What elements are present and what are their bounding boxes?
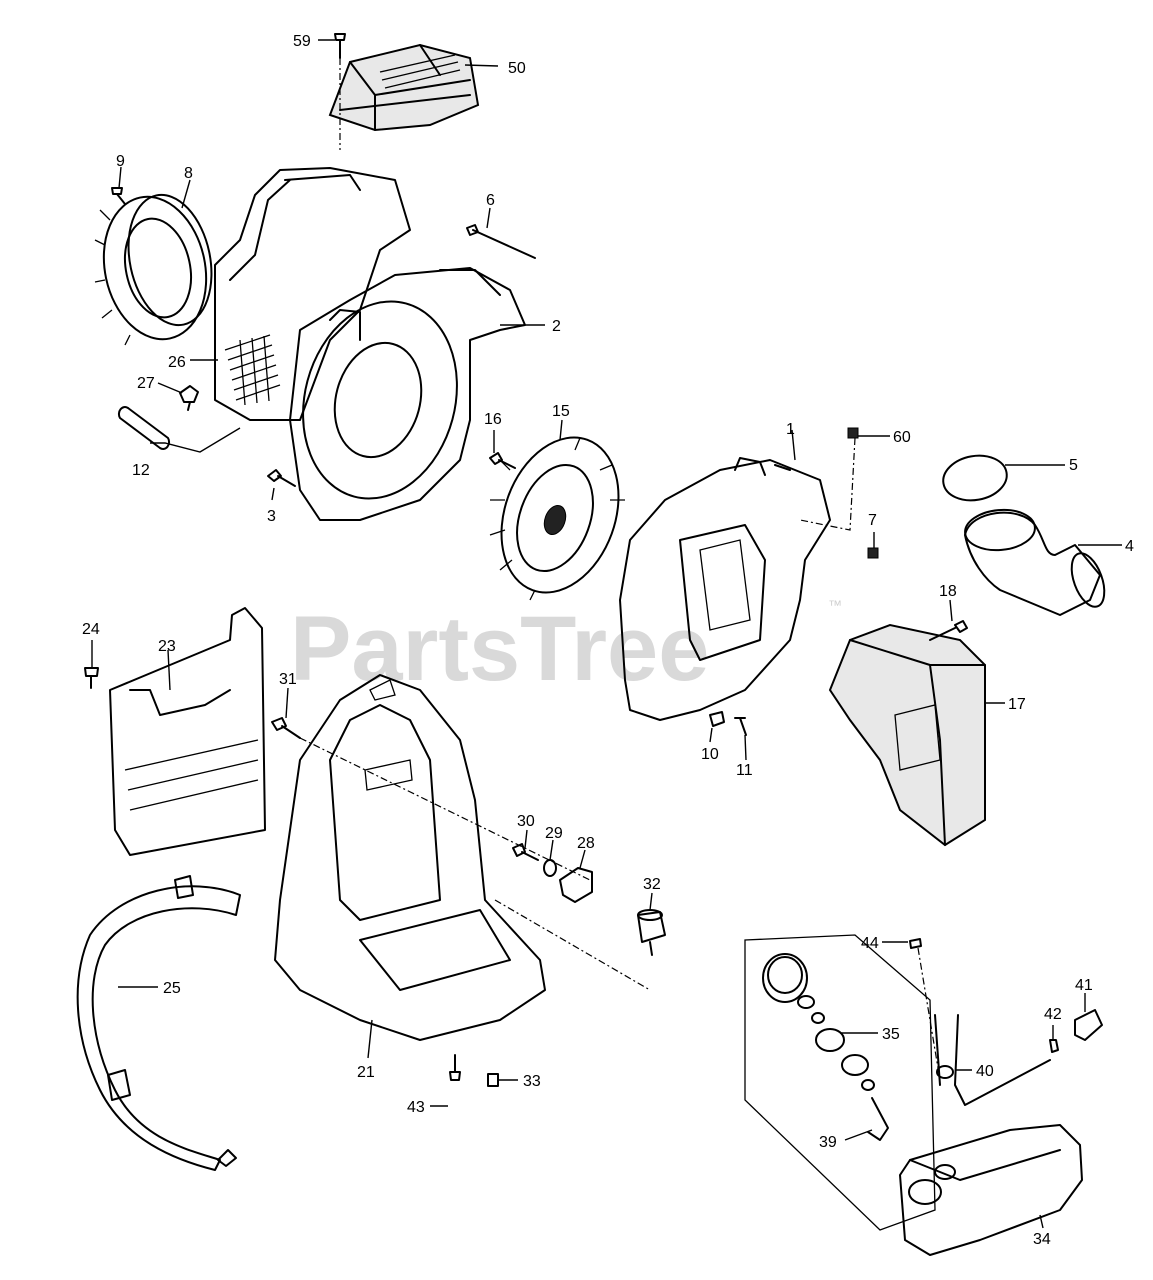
part-3-screw[interactable] [267,469,296,487]
part-17-engine-cover[interactable] [828,623,986,847]
watermark-text: PartsTree [290,598,709,700]
part-1-engine-housing[interactable] [619,457,831,721]
leader-lines [91,39,1122,1229]
callout-17[interactable]: 17 [1008,696,1026,713]
callout-31[interactable]: 31 [279,671,297,688]
part-32-mount[interactable] [637,909,666,956]
assembly-line [494,899,651,991]
callout-50[interactable]: 50 [508,60,526,77]
part-60-nut[interactable] [847,427,859,439]
assembly-line [799,437,856,531]
part-6-bolt[interactable] [466,224,536,259]
part-9-screw[interactable] [111,187,126,205]
callout-9[interactable]: 9 [116,153,125,170]
callout-33[interactable]: 33 [523,1073,541,1090]
part-10-clip[interactable] [709,711,725,727]
callout-15[interactable]: 15 [552,403,570,420]
callout-30[interactable]: 30 [517,813,535,830]
part-25-shoulder-strap[interactable] [76,875,241,1171]
callout-2[interactable]: 2 [552,318,561,335]
callout-18[interactable]: 18 [939,583,957,600]
part-59-screw[interactable] [334,33,346,59]
part-21-backpack-frame[interactable] [274,674,546,1041]
callout-35[interactable]: 35 [882,1026,900,1043]
part-18-screw[interactable] [929,620,968,641]
callout-3[interactable]: 3 [267,508,276,525]
callout-4[interactable]: 4 [1125,538,1134,555]
part-41-primer[interactable] [1074,1009,1103,1041]
callout-59[interactable]: 59 [293,33,311,50]
part-34-fuel-tank[interactable] [899,1124,1083,1256]
callout-44[interactable]: 44 [861,935,879,952]
callout-11[interactable]: 11 [736,762,753,779]
part-43-screw[interactable] [449,1054,461,1081]
callout-60[interactable]: 60 [893,429,911,446]
callout-7[interactable]: 7 [868,512,877,529]
part-24-screw[interactable] [84,667,99,689]
part-27-grommet[interactable] [179,385,199,411]
callout-29[interactable]: 29 [545,825,563,842]
part-44-filter[interactable] [909,938,922,949]
part-12-tube[interactable] [117,406,171,450]
callout-16[interactable]: 16 [484,411,502,428]
callout-12[interactable]: 12 [132,462,150,479]
callout-8[interactable]: 8 [184,165,193,182]
part-7-nut[interactable] [867,547,879,559]
part-29-washer[interactable] [543,859,557,877]
part-42-grommet[interactable] [1049,1039,1059,1053]
assembly-line [299,737,591,881]
callout-43[interactable]: 43 [407,1099,425,1116]
callout-24[interactable]: 24 [82,621,100,638]
part-23-back-pad[interactable] [109,607,266,856]
watermark-trademark: ™ [828,597,842,613]
callout-1[interactable]: 1 [786,421,795,438]
part-15-fan[interactable] [481,421,639,609]
callout-6[interactable]: 6 [486,192,495,209]
part-11-screw[interactable] [734,717,747,736]
callout-21[interactable]: 21 [357,1064,375,1081]
callout-23[interactable]: 23 [158,638,176,655]
callout-labels: 59 50 9 8 6 2 26 27 12 3 16 15 1 60 5 7 … [82,33,1134,1248]
part-33-nut[interactable] [487,1073,499,1087]
callout-10[interactable]: 10 [701,746,719,763]
part-39-retainer[interactable] [867,1097,889,1141]
part-30-screw[interactable] [512,843,539,861]
callout-39[interactable]: 39 [819,1134,837,1151]
part-31-screw[interactable] [271,717,301,739]
part-2-fan-housing[interactable] [282,267,526,521]
callout-41[interactable]: 41 [1075,977,1093,994]
part-26-cover-plate[interactable] [214,167,411,421]
callout-5[interactable]: 5 [1069,457,1078,474]
callout-42[interactable]: 42 [1044,1006,1062,1023]
part-28-grommet[interactable] [559,867,593,903]
part-35-fuel-cap-assembly[interactable] [744,934,936,1231]
callout-40[interactable]: 40 [976,1063,994,1080]
callout-28[interactable]: 28 [577,835,595,852]
callout-34[interactable]: 34 [1033,1231,1051,1248]
assembly-line [917,947,941,1081]
callout-26[interactable]: 26 [168,354,186,371]
part-50-handle[interactable] [328,43,480,132]
part-5-gasket[interactable] [940,451,1011,505]
callout-27[interactable]: 27 [137,375,155,392]
part-16-screw[interactable] [489,452,516,469]
part-4-elbow[interactable] [963,507,1110,616]
callout-25[interactable]: 25 [163,980,181,997]
callout-32[interactable]: 32 [643,876,661,893]
part-8-intake-cover[interactable] [91,187,223,349]
part-40-fuel-lines[interactable] [934,1014,1051,1106]
